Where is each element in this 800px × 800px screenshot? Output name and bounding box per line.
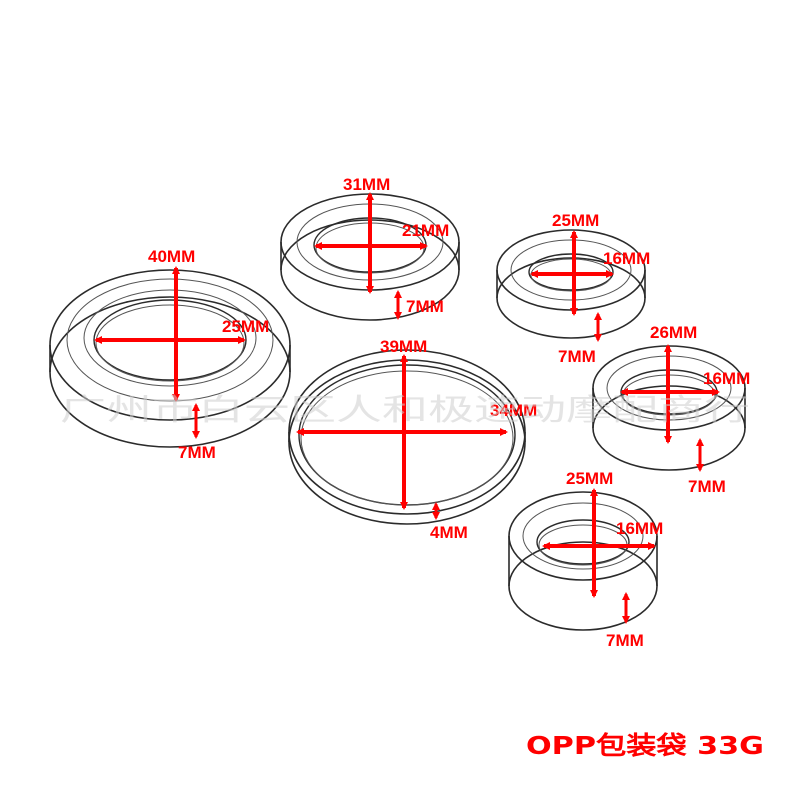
seal-26mm-inner-label: 16MM	[703, 369, 750, 388]
seal-39mm-outer-label: 39MM	[380, 337, 427, 356]
seal-25mm-top-inner-label: 16MM	[603, 249, 650, 268]
packaging-label: OPP包装袋 33G	[526, 731, 764, 760]
seal-25mm-top: 25MM 16MM 7MM	[496, 211, 650, 366]
seal-39mm: 39MM 34MM 4MM	[288, 337, 537, 542]
seal-26mm-thickness-label: 7MM	[688, 477, 726, 496]
seal-39mm-inner-label: 34MM	[490, 401, 537, 420]
seal-31mm-inner-label: 21MM	[402, 221, 449, 240]
seal-40mm-thickness-label: 7MM	[178, 443, 216, 462]
seal-40mm-outer-label: 40MM	[148, 247, 195, 266]
seal-25mm-top-outer-label: 25MM	[552, 211, 599, 230]
watermark-text: 广州市白云区人和极速动摩配商行	[60, 393, 750, 428]
seal-31mm: 31MM 21MM 7MM	[280, 175, 460, 321]
seal-25mm-top-thickness-label: 7MM	[558, 347, 596, 366]
seal-31mm-thickness-label: 7MM	[406, 297, 444, 316]
seal-25mm-bottom: 25MM 16MM 7MM	[508, 469, 663, 650]
seal-25mm-bottom-outer-label: 25MM	[566, 469, 613, 488]
seal-25mm-bottom-thickness-label: 7MM	[606, 631, 644, 650]
seal-25mm-bottom-inner-label: 16MM	[616, 519, 663, 538]
seal-40mm: 40MM 25MM 7MM	[49, 247, 291, 462]
seal-40mm-inner-label: 25MM	[222, 317, 269, 336]
seal-26mm-outer-label: 26MM	[650, 323, 697, 342]
seal-31mm-outer-label: 31MM	[343, 175, 390, 194]
seal-39mm-thickness-label: 4MM	[430, 523, 468, 542]
seal-26mm: 26MM 16MM 7MM	[592, 323, 750, 496]
